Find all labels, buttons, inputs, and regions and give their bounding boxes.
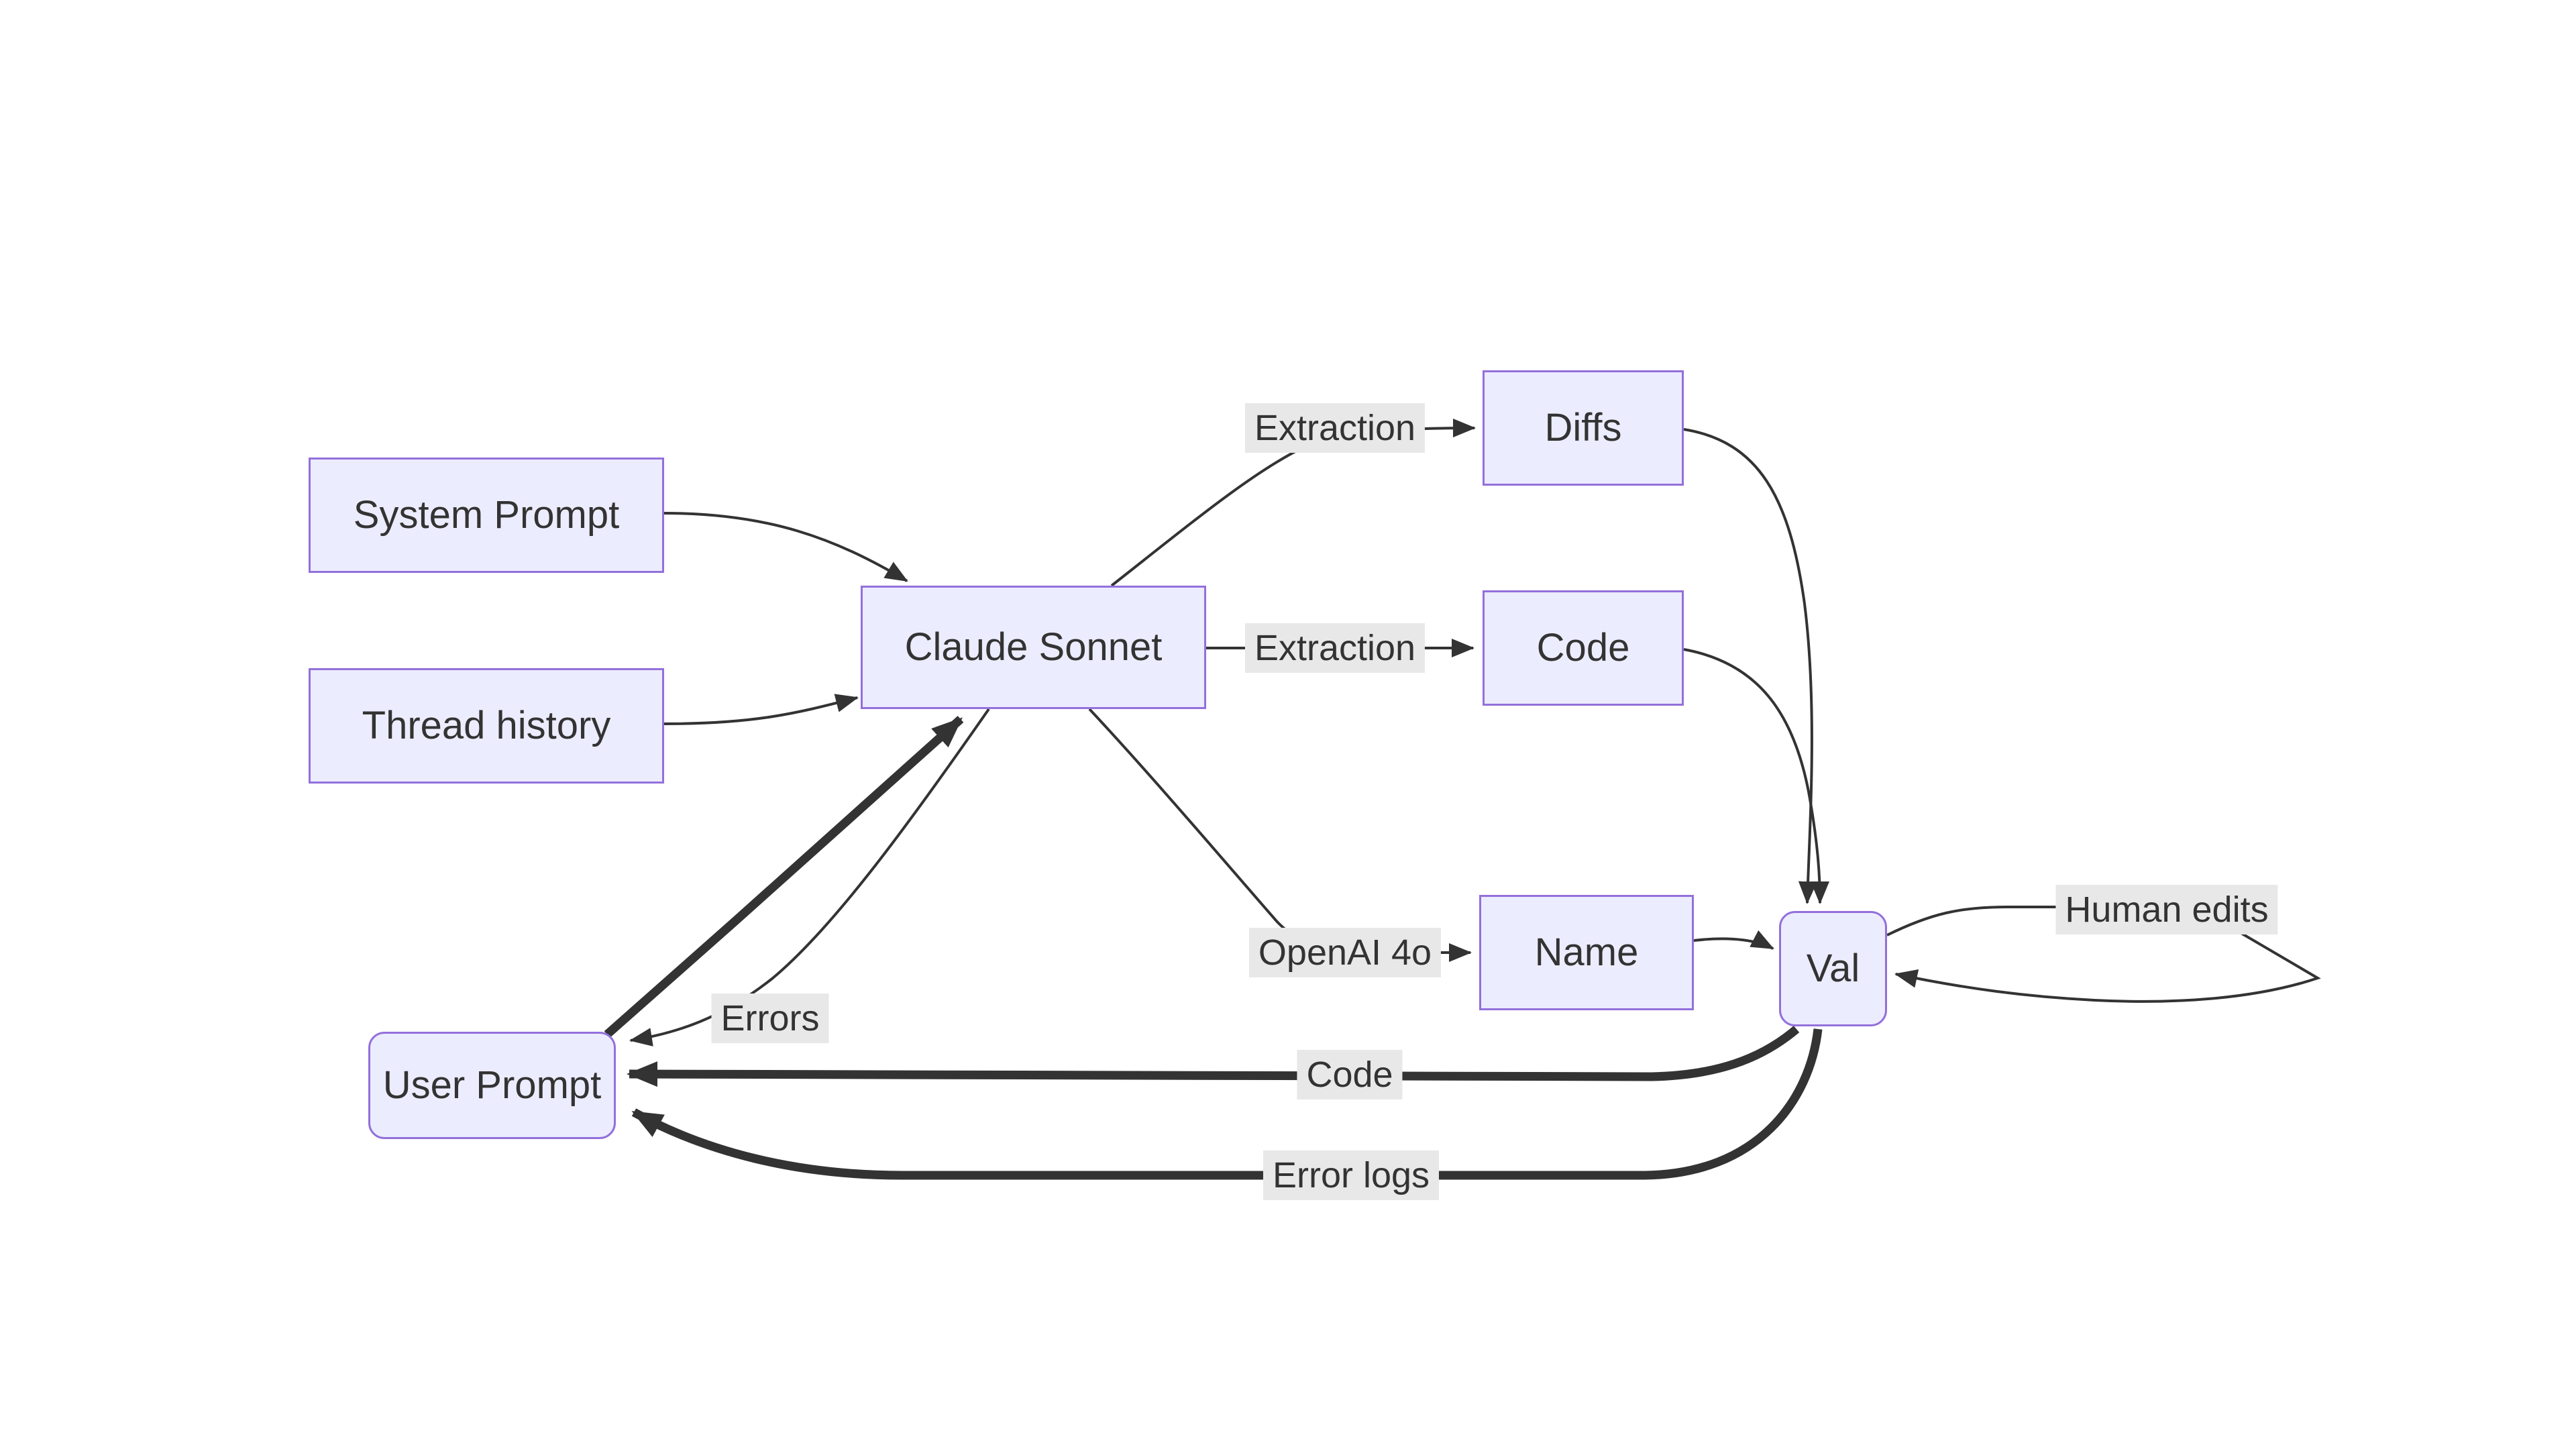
node-claude-sonnet: Claude Sonnet bbox=[861, 586, 1206, 709]
node-val-label: Val bbox=[1806, 947, 1860, 991]
node-code: Code bbox=[1483, 590, 1684, 706]
node-thread-history-label: Thread history bbox=[362, 704, 611, 748]
node-diffs: Diffs bbox=[1483, 370, 1684, 486]
edge-label-openai-4o: OpenAI 4o bbox=[1248, 928, 1442, 977]
edge-label-error-logs: Error logs bbox=[1263, 1150, 1440, 1200]
edge-label-extraction-diffs: Extraction bbox=[1244, 403, 1426, 453]
edge-val-to-user-prompt-code bbox=[627, 1026, 1800, 1087]
node-system-prompt-label: System Prompt bbox=[353, 493, 620, 537]
node-thread-history: Thread history bbox=[309, 668, 664, 784]
node-system-prompt: System Prompt bbox=[309, 458, 664, 573]
edge-diffs-to-val bbox=[1683, 428, 1817, 904]
node-diffs-label: Diffs bbox=[1544, 406, 1622, 450]
node-code-label: Code bbox=[1536, 626, 1630, 670]
edge-thread-history-to-claude-sonnet bbox=[663, 694, 859, 725]
edge-name-to-val bbox=[1693, 930, 1774, 950]
node-user-prompt: User Prompt bbox=[368, 1032, 616, 1139]
edge-claude-sonnet-to-user-prompt-errors bbox=[629, 708, 990, 1046]
edge-claude-sonnet-to-name bbox=[1088, 708, 1472, 962]
node-claude-sonnet-label: Claude Sonnet bbox=[904, 625, 1163, 669]
edge-val-self-loop-human-edits bbox=[1886, 906, 2321, 1003]
edge-label-errors: Errors bbox=[711, 994, 829, 1043]
edge-user-prompt-to-claude-sonnet bbox=[604, 716, 964, 1038]
edge-val-to-user-prompt-error-logs bbox=[631, 1028, 1823, 1180]
node-user-prompt-label: User Prompt bbox=[382, 1063, 602, 1108]
edge-system-prompt-to-claude-sonnet bbox=[663, 512, 908, 582]
edge-label-human-edits: Human edits bbox=[2055, 885, 2278, 934]
node-val: Val bbox=[1779, 911, 1887, 1026]
edge-code-to-val bbox=[1683, 648, 1829, 904]
node-name: Name bbox=[1479, 895, 1694, 1010]
edge-label-extraction-code: Extraction bbox=[1244, 623, 1426, 673]
edge-label-code: Code bbox=[1297, 1050, 1403, 1099]
node-name-label: Name bbox=[1534, 930, 1639, 975]
